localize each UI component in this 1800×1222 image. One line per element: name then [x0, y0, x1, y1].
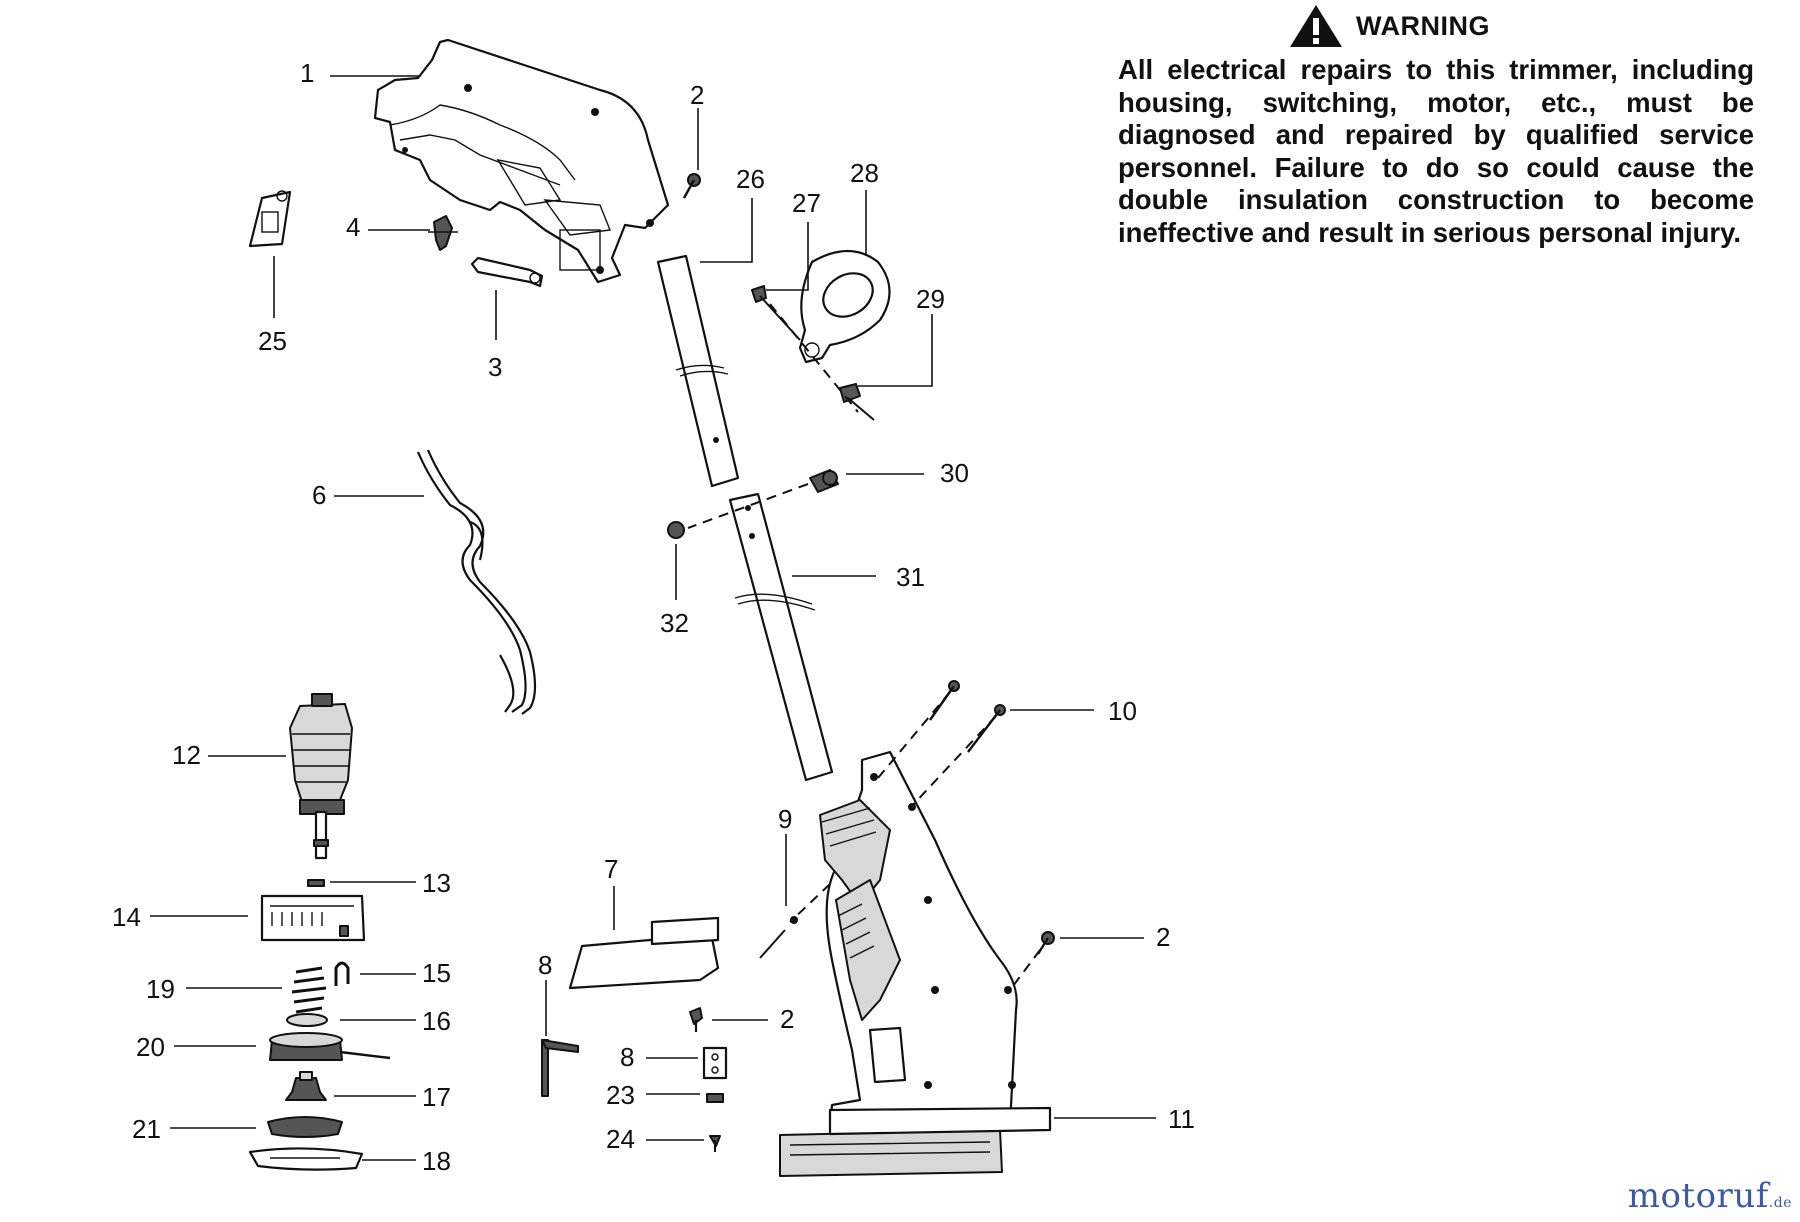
callout-32: 32	[660, 608, 689, 638]
part-4-switch	[428, 215, 458, 251]
callout-17: 17	[422, 1082, 451, 1112]
callout-1: 1	[300, 58, 314, 88]
part-2-screw-lower	[689, 1007, 703, 1032]
callout-31: 31	[896, 562, 925, 592]
callout-10: 10	[1108, 696, 1137, 726]
part-8-plate	[702, 1046, 728, 1080]
part-14-motor-cover	[260, 894, 366, 942]
part-13-key	[307, 879, 325, 887]
part-26-upper-shaft	[656, 254, 740, 488]
callout-16: 16	[422, 1006, 451, 1036]
callout-6: 6	[312, 480, 326, 510]
callout-19: 19	[146, 974, 175, 1004]
callout-25: 25	[258, 326, 287, 356]
part-28-grip-ring	[798, 250, 891, 364]
callout-18: 18	[422, 1146, 451, 1176]
part-23-nut	[706, 1093, 724, 1103]
part-20-spool-hub	[269, 1032, 391, 1061]
watermark-logo: motoruf.de	[1628, 1176, 1792, 1216]
callout-numbers: 1 2 4 3 25 26 27 28 29 30 6 31 32 10 12 …	[112, 58, 1195, 1176]
part-11-motor-housing	[779, 750, 1052, 1177]
part-2-screw-top	[682, 173, 701, 199]
part-16-washer	[286, 1013, 328, 1027]
callout-8-key: 8	[538, 950, 552, 980]
part-1-handle-housing	[373, 38, 670, 284]
callout-28: 28	[850, 158, 879, 188]
part-12-motor	[289, 693, 353, 860]
part-18-base-cap	[248, 1147, 364, 1171]
callout-7: 7	[604, 854, 618, 884]
callout-14: 14	[112, 902, 141, 932]
leader-lines	[150, 75, 1156, 1161]
part-8-hex-key	[541, 1039, 579, 1097]
watermark-tld: .de	[1768, 1195, 1792, 1211]
warning-title: WARNING	[1356, 10, 1490, 41]
part-21-spool-cap	[267, 1116, 343, 1138]
part-31-lower-shaft	[728, 492, 834, 782]
warning-triangle-icon	[1290, 5, 1342, 47]
part-7-guard	[568, 916, 720, 990]
callout-21: 21	[132, 1114, 161, 1144]
callout-4: 4	[346, 212, 360, 242]
part-29-nut	[839, 383, 875, 421]
callout-26: 26	[736, 164, 765, 194]
callout-2-lower: 2	[780, 1004, 794, 1034]
warning-text: All electrical repairs to this trimmer, …	[1118, 54, 1754, 248]
callout-23: 23	[606, 1080, 635, 1110]
callout-20: 20	[136, 1032, 165, 1062]
part-15-clip	[334, 961, 350, 986]
part-10-screws	[929, 680, 1006, 753]
part-19-spring	[291, 966, 327, 1014]
part-24-screw	[709, 1135, 721, 1152]
assembly-lines	[687, 303, 1041, 991]
watermark-name: motoruf	[1627, 1176, 1769, 1216]
callout-2-right: 2	[1156, 922, 1170, 952]
warning-header: WARNING	[1288, 0, 1758, 52]
part-6-cord	[416, 449, 537, 715]
part-25-tag	[248, 190, 292, 248]
callout-12: 12	[172, 740, 201, 770]
callout-30: 30	[940, 458, 969, 488]
part-30-bolt	[809, 469, 839, 493]
part-9-screw	[759, 916, 798, 959]
callout-8-plate: 8	[620, 1042, 634, 1072]
part-17-knob	[285, 1071, 327, 1101]
callout-3: 3	[488, 352, 502, 382]
callout-29: 29	[916, 284, 945, 314]
part-32-nut	[667, 521, 685, 539]
part-3-trigger	[470, 256, 544, 288]
callout-9: 9	[778, 804, 792, 834]
callout-24: 24	[606, 1124, 635, 1154]
callout-2-top: 2	[690, 80, 704, 110]
callout-13: 13	[422, 868, 451, 898]
warning-block: WARNING All electrical repairs to this t…	[1118, 0, 1758, 249]
callout-11: 11	[1168, 1104, 1195, 1134]
callout-15: 15	[422, 958, 451, 988]
callout-27: 27	[792, 188, 821, 218]
